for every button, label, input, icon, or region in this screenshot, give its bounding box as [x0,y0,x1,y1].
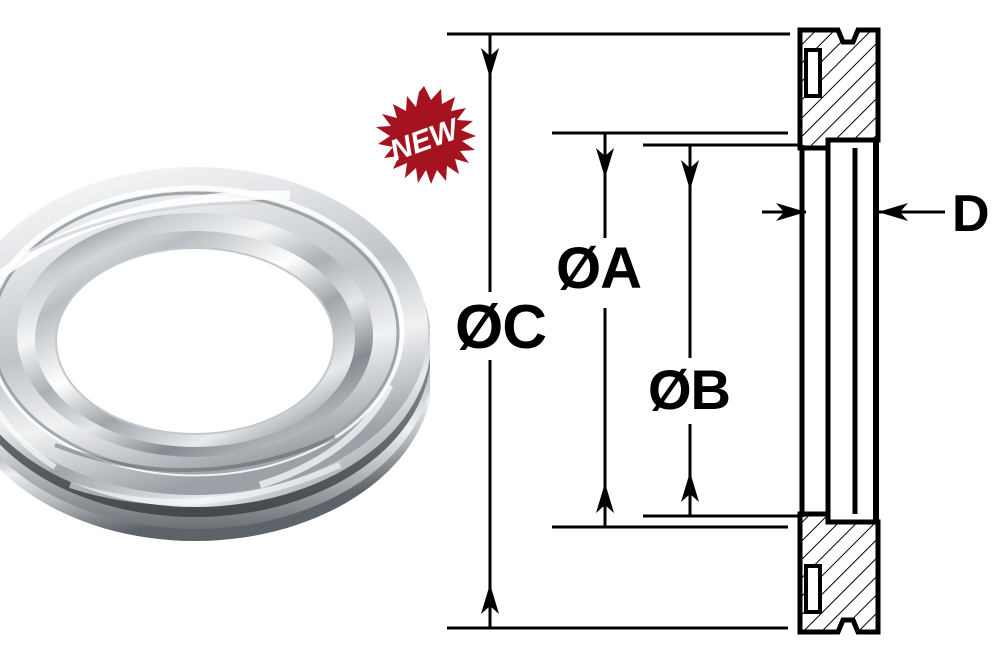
arrow-left-d [878,203,908,221]
section-top-block [797,27,881,151]
arrow-right-d [776,203,806,221]
extension-lines [447,32,802,630]
arrow-down-oa [596,148,614,178]
product-photo [0,155,430,555]
dimension-label-ob: ØB [648,358,731,421]
dimension-line-flange-diameter [596,133,614,527]
dimension-line-thickness [762,203,945,221]
section-bottom-block [797,511,881,635]
section-middle-outline [799,137,879,525]
dimension-line-bore-diameter [681,145,699,516]
dimension-line-outer-diameter [481,34,499,628]
new-badge: NEW [368,84,480,196]
arrow-up-ob [681,472,699,502]
arrow-down-ob [681,160,699,190]
new-starburst-icon: NEW [376,86,476,184]
arrow-up-oc [481,584,499,614]
arrow-down-oc [481,48,499,78]
dimension-label-oc: ØC [455,293,547,362]
dimension-label-d: D [952,185,990,243]
arrow-up-oa [596,483,614,513]
centering-ring-image [0,167,430,541]
dimension-label-oa: ØA [556,236,642,301]
